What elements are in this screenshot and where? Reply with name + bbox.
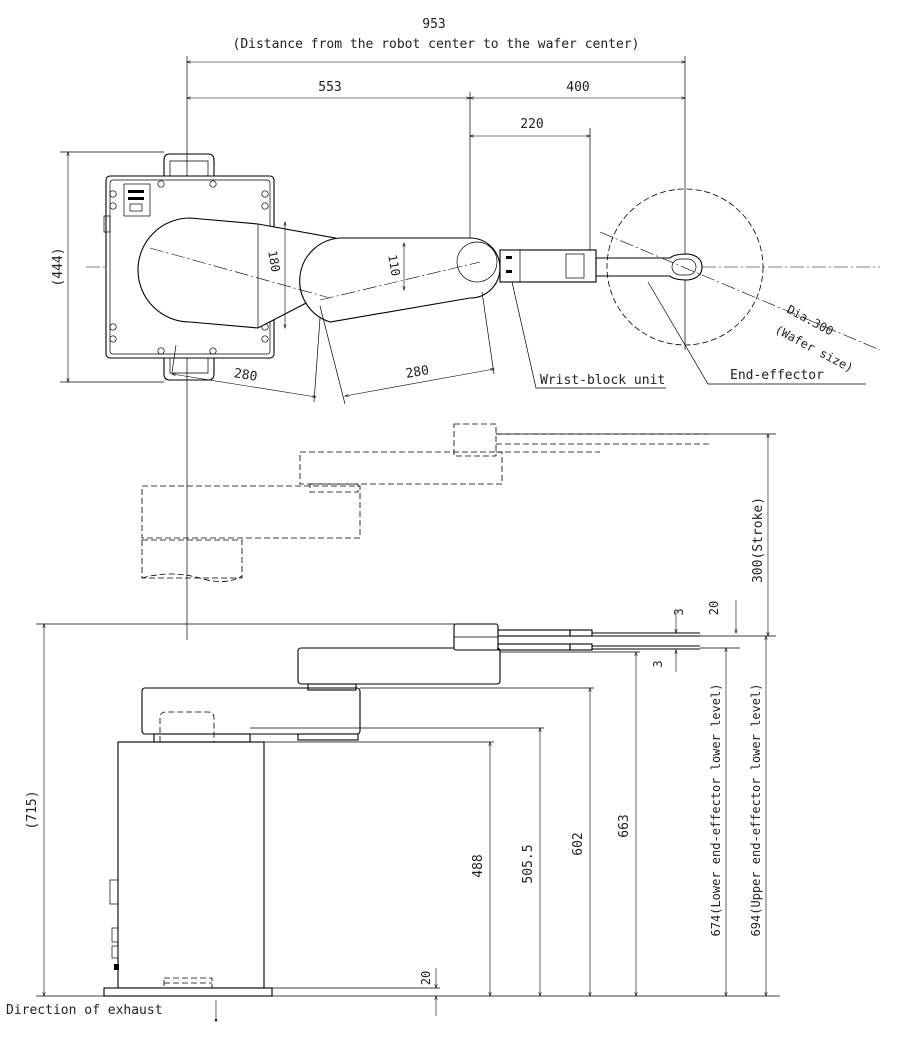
dim-wrist-base: 663 <box>617 814 632 837</box>
dim-stroke: 300(Stroke) <box>751 497 766 583</box>
dim-wrist-to-effector: 220 <box>520 117 543 132</box>
connector-panel <box>123 183 151 217</box>
wrist-block-label: Wrist-block unit <box>540 373 665 388</box>
dim-arm1-base: 505.5 <box>521 844 536 883</box>
dim-total-reach: 953 <box>422 17 445 32</box>
dim-gap-upper: 3 <box>672 608 686 615</box>
side-view: (715) 300(Stroke) 3 20 3 488 505.5 602 6… <box>6 423 780 1023</box>
dim-upper-level: 694(Upper end-effector lower level) <box>749 684 763 937</box>
dim-lower-level: 674(Lower end-effector lower level) <box>709 684 723 937</box>
dim-foot-height: 20 <box>419 971 433 985</box>
dim-arm1-width: 180 <box>265 249 283 273</box>
dim-reach-to-wrist: 553 <box>318 80 341 95</box>
arm-link-2-side <box>297 647 501 685</box>
dim-arm2-width: 110 <box>385 253 403 277</box>
dim-overall-height: (715) <box>25 790 40 829</box>
arm-link-2-top <box>299 237 501 323</box>
robot-foot <box>103 987 273 997</box>
top-view: 953 (Distance from the robot center to t… <box>51 17 881 640</box>
dim-total-reach-note: (Distance from the robot center to the w… <box>233 37 640 52</box>
dim-gap-lower: 3 <box>651 660 665 667</box>
end-effectors-side <box>497 629 700 651</box>
robot-body-side <box>117 741 265 989</box>
end-effector-label: End-effector <box>730 368 824 383</box>
exhaust-label: Direction of exhaust <box>6 1003 163 1018</box>
dim-body-depth: (444) <box>51 247 66 286</box>
bolt-holes <box>109 180 269 355</box>
arm-link-1-side <box>141 687 361 735</box>
dim-arm2-length: 280 <box>405 363 431 382</box>
dim-base-height: 488 <box>471 854 486 877</box>
raised-position <box>141 423 710 582</box>
wrist-block-top <box>499 249 597 283</box>
dim-arm2-base: 602 <box>571 832 586 855</box>
dim-wrist-to-wafer: 400 <box>566 80 589 95</box>
end-effector-top <box>595 253 703 281</box>
dim-arm1-length: 280 <box>233 366 259 384</box>
dim-effector-spacing: 20 <box>707 601 721 615</box>
